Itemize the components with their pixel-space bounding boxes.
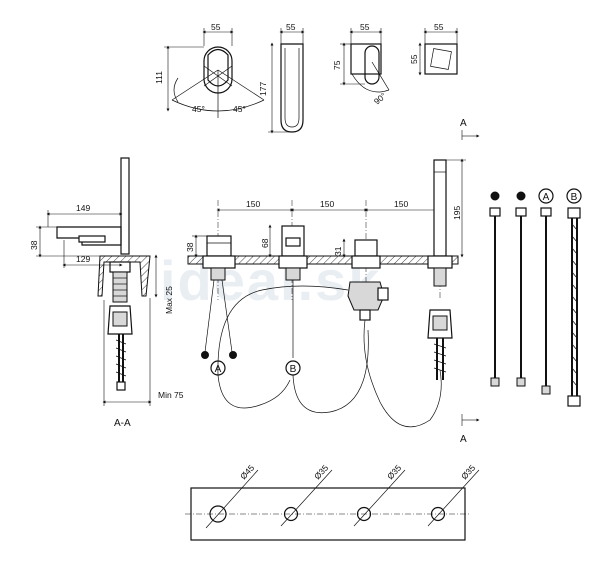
- section-mark-top: A: [460, 118, 467, 129]
- spout-top-view: 55 177: [258, 22, 305, 134]
- hose-4: [567, 207, 581, 407]
- marker-b: B: [290, 364, 297, 375]
- hose-3: [540, 207, 552, 395]
- section-label: A-A: [114, 418, 131, 429]
- side-reach-dim: 149: [76, 203, 90, 213]
- handle-top-view: 55 75 90°: [332, 22, 390, 107]
- hose-1: [489, 207, 501, 387]
- handle-height-dim: 75: [332, 60, 342, 70]
- plate-hole-1: Ø45: [238, 463, 256, 482]
- spacing-dim-2: 150: [320, 199, 334, 209]
- square-width-dim: 55: [434, 22, 444, 32]
- deck-max-dim: Max 25: [164, 286, 174, 314]
- shower-height-dim: 195: [452, 206, 462, 220]
- plate-hole-4: Ø35: [459, 463, 477, 482]
- spout-height-dim: 177: [258, 82, 268, 96]
- spout-width-dim: 55: [286, 22, 296, 32]
- spacing-dim-3: 150: [394, 199, 408, 209]
- side-base-dim: 129: [76, 254, 90, 264]
- lever-height-dim: 111: [154, 71, 164, 84]
- square-top-view: 55 55: [409, 22, 459, 76]
- square-height-dim: 55: [409, 54, 419, 64]
- side-section-view: 149 38 129 Max 25 Min 75 A-A: [29, 157, 184, 429]
- hose-2: [515, 207, 527, 387]
- lever-top-view: 55 111 45° 45°: [154, 22, 265, 118]
- handle-height-dim-front: 31: [333, 246, 343, 256]
- plate-hole-3: Ø35: [385, 463, 403, 482]
- hose-label-a: A: [543, 192, 550, 203]
- deck-plate-view: Ø45 Ø35 Ø35 Ø35: [185, 463, 480, 541]
- side-height-dim: 38: [29, 240, 39, 250]
- lever-angle-left: 45°: [192, 104, 205, 114]
- hoses-group: A B: [489, 188, 582, 407]
- section-mark-bottom: A: [460, 434, 467, 445]
- handle-angle: 90°: [372, 91, 388, 107]
- left-height-dim: 38: [185, 242, 195, 252]
- handle-width-dim: 55: [360, 22, 370, 32]
- spout-height-dim-front: 68: [260, 238, 270, 248]
- front-view: 150 150 150 38 A 68 B 31: [185, 118, 480, 445]
- hose-label-b: B: [571, 192, 578, 203]
- plate-hole-2: Ø35: [312, 463, 330, 482]
- lever-angle-right: 45°: [233, 104, 246, 114]
- spacing-dim-1: 150: [246, 199, 260, 209]
- min-depth-dim: Min 75: [158, 390, 184, 400]
- lever-width-dim: 55: [211, 22, 221, 32]
